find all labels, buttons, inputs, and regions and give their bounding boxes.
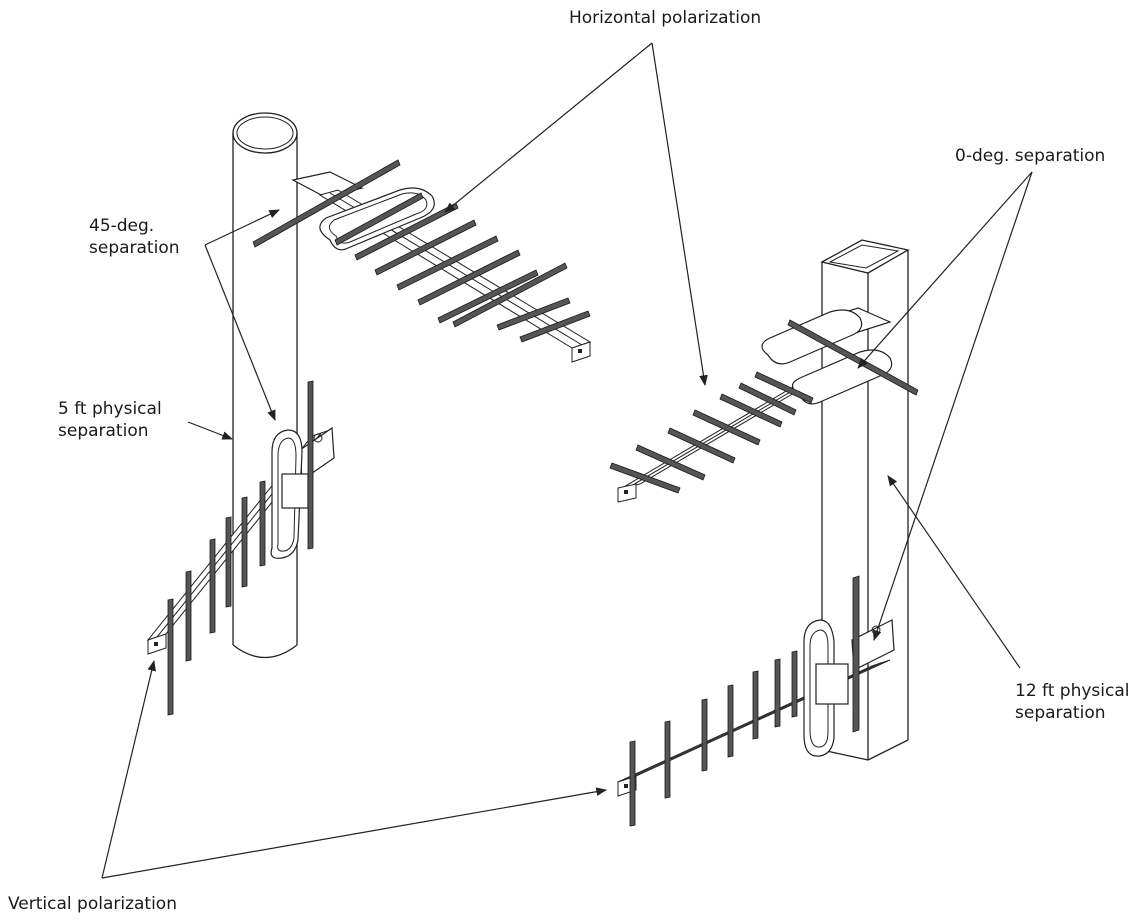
label-45deg-line2: separation bbox=[89, 238, 180, 258]
arrow-45deg-to-horizontal bbox=[204, 209, 280, 246]
arrow-horizontal-to-left-yagi bbox=[444, 42, 653, 213]
arrow-vertical-to-right-yagi bbox=[101, 787, 608, 879]
label-5ft-line1: 5 ft physical bbox=[58, 399, 162, 419]
label-45deg-line1: 45-deg. bbox=[89, 216, 155, 236]
arrow-5ft bbox=[187, 421, 234, 440]
label-horizontal-polarization: Horizontal polarization bbox=[569, 8, 762, 28]
label-12ft-line2: separation bbox=[1015, 703, 1106, 723]
yagi-horizontal-left bbox=[252, 159, 592, 363]
yagi-horizontal-right bbox=[609, 307, 919, 503]
arrow-45deg-to-vertical bbox=[204, 244, 276, 422]
arrow-vertical-to-left-yagi bbox=[101, 659, 156, 879]
yagi-vertical-right bbox=[617, 575, 895, 827]
arrow-0deg-to-horizontal bbox=[857, 171, 1033, 369]
arrow-12ft bbox=[887, 475, 1021, 669]
label-0deg-separation: 0-deg. separation bbox=[955, 146, 1106, 166]
yagi-vertical-left bbox=[146, 380, 335, 716]
arrow-0deg-to-vertical bbox=[873, 171, 1033, 642]
annotation-arrows bbox=[101, 42, 1033, 879]
label-5ft-line2: separation bbox=[58, 421, 149, 441]
label-12ft-line1: 12 ft physical bbox=[1015, 681, 1130, 701]
arrow-horizontal-to-right-yagi bbox=[651, 42, 708, 387]
label-vertical-polarization: Vertical polarization bbox=[8, 894, 177, 914]
